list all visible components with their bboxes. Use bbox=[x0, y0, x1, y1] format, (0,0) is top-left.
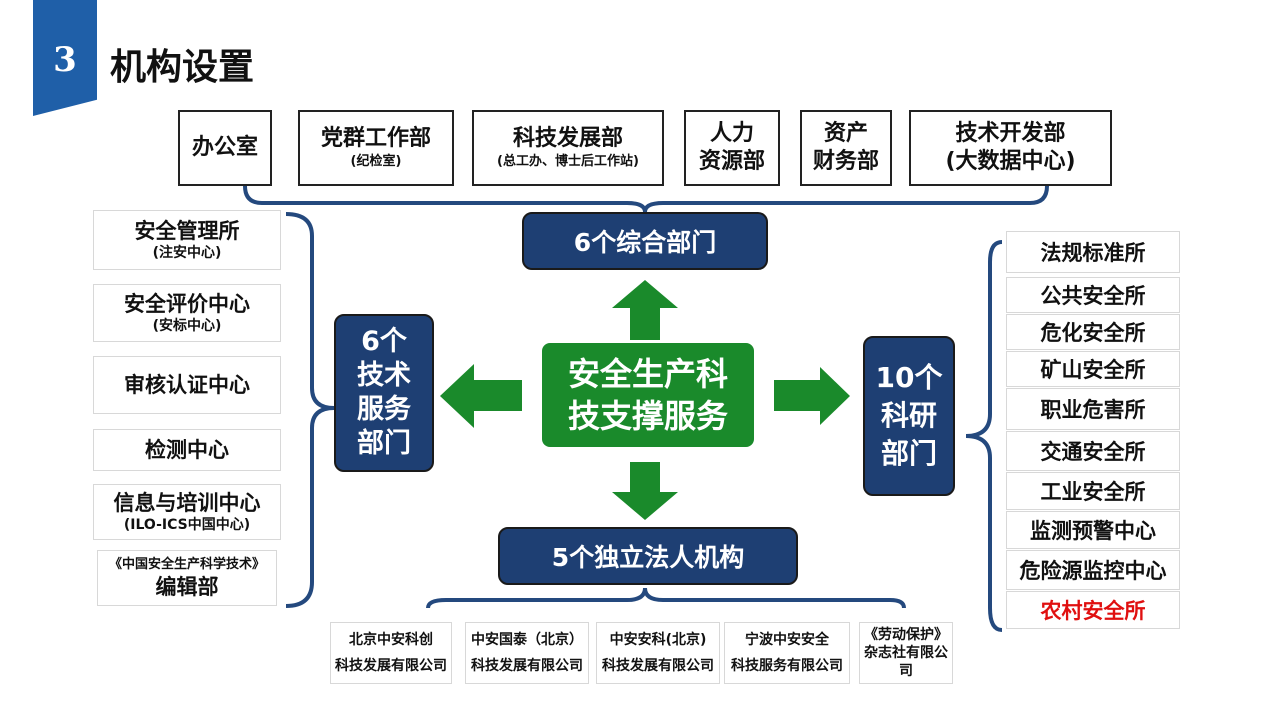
dept-techdev-line2: (大数据中心) bbox=[945, 149, 1076, 174]
dept-finance-line2: 财务部 bbox=[812, 149, 879, 174]
left-unit-6-name: 编辑部 bbox=[155, 575, 219, 599]
title-tab bbox=[33, 0, 97, 116]
dept-techdev: 技术开发部 (大数据中心) bbox=[909, 110, 1112, 186]
right-unit-2: 公共安全所 bbox=[1006, 277, 1180, 313]
legal-unit-2-line1: 中安国泰（北京） bbox=[471, 632, 583, 648]
left-unit-5-name: 信息与培训中心 bbox=[113, 491, 261, 515]
bottom-brace bbox=[426, 587, 906, 609]
right-unit-3: 危化安全所 bbox=[1006, 314, 1180, 350]
left-unit-5-sub: (ILO-ICS中国中心) bbox=[123, 517, 251, 533]
arrow-up-icon bbox=[612, 280, 678, 340]
left-unit-2-sub: (安标中心) bbox=[152, 318, 222, 334]
dept-science-label: 科技发展部 bbox=[512, 126, 623, 151]
legal-unit-1-line1: 北京中安科创 bbox=[349, 632, 433, 648]
section-number: 3 bbox=[53, 40, 77, 80]
left-unit-editorial: 《中国安全生产科学技术》 编辑部 bbox=[97, 550, 277, 606]
center-line-2: 技支撑服务 bbox=[567, 397, 728, 435]
tech-line-2: 技术 bbox=[357, 360, 411, 391]
right-unit-4: 矿山安全所 bbox=[1006, 351, 1180, 387]
dept-party: 党群工作部 (纪检室) bbox=[298, 110, 454, 186]
left-brace bbox=[285, 212, 335, 608]
legal-entities-label: 5个独立法人机构 bbox=[498, 527, 798, 585]
dept-finance: 资产 财务部 bbox=[800, 110, 892, 186]
legal-unit-5-line1: 《劳动保护》 bbox=[864, 627, 948, 643]
left-unit-4-name: 检测中心 bbox=[145, 438, 229, 462]
legal-unit-3-line2: 科技发展有限公司 bbox=[602, 658, 714, 674]
legal-unit-4-line2: 科技服务有限公司 bbox=[731, 658, 843, 674]
dept-party-label: 党群工作部 bbox=[320, 126, 431, 151]
legal-unit-4-line1: 宁波中安安全 bbox=[745, 632, 829, 648]
right-unit-9: 危险源监控中心 bbox=[1006, 550, 1180, 590]
legal-unit-3: 中安安科(北京) 科技发展有限公司 bbox=[596, 622, 720, 684]
arrow-down-icon bbox=[612, 462, 678, 520]
left-unit-2-name: 安全评价中心 bbox=[124, 292, 250, 316]
tech-line-1: 6个 bbox=[361, 326, 407, 357]
right-unit-5: 职业危害所 bbox=[1006, 388, 1180, 430]
dept-hr-line2: 资源部 bbox=[698, 149, 765, 174]
research-label: 10个 科研 部门 bbox=[863, 336, 955, 496]
left-unit-1-name: 安全管理所 bbox=[134, 219, 240, 243]
dept-finance-line1: 资产 bbox=[823, 121, 868, 146]
dept-science-sub: (总工办、博士后工作站) bbox=[497, 154, 639, 169]
legal-unit-2-line2: 科技发展有限公司 bbox=[471, 658, 583, 674]
tech-service-label: 6个 技术 服务 部门 bbox=[334, 314, 434, 472]
research-line-3: 部门 bbox=[880, 437, 937, 470]
legal-unit-5-line2: 杂志社有限公司 bbox=[864, 645, 948, 679]
page-title: 机构设置 bbox=[110, 47, 255, 88]
center-core-box: 安全生产科 技支撑服务 bbox=[542, 343, 754, 447]
left-unit-6-journal: 《中国安全生产科学技术》 bbox=[108, 557, 265, 572]
research-line-2: 科研 bbox=[880, 399, 937, 432]
dept-techdev-line1: 技术开发部 bbox=[955, 121, 1066, 146]
research-line-1: 10个 bbox=[875, 361, 943, 394]
legal-unit-4: 宁波中安安全 科技服务有限公司 bbox=[724, 622, 850, 684]
tech-line-4: 部门 bbox=[357, 428, 411, 459]
legal-unit-1-line2: 科技发展有限公司 bbox=[335, 658, 447, 674]
right-unit-6: 交通安全所 bbox=[1006, 431, 1180, 471]
legal-unit-2: 中安国泰（北京） 科技发展有限公司 bbox=[465, 622, 589, 684]
dept-science: 科技发展部 (总工办、博士后工作站) bbox=[472, 110, 664, 186]
right-unit-1: 法规标准所 bbox=[1006, 231, 1180, 273]
arrow-right-icon bbox=[774, 367, 850, 425]
left-unit-audit: 审核认证中心 bbox=[93, 356, 281, 414]
dept-party-sub: (纪检室) bbox=[350, 154, 402, 169]
left-unit-safety-mgmt: 安全管理所 (注安中心) bbox=[93, 210, 281, 270]
top-brace bbox=[243, 185, 1049, 213]
legal-unit-3-line1: 中安安科(北京) bbox=[609, 632, 707, 648]
right-unit-10-highlight: 农村安全所 bbox=[1006, 591, 1180, 629]
legal-unit-1: 北京中安科创 科技发展有限公司 bbox=[330, 622, 452, 684]
dept-hr: 人力 资源部 bbox=[684, 110, 780, 186]
center-line-1: 安全生产科 bbox=[567, 355, 728, 393]
left-unit-1-sub: (注安中心) bbox=[152, 245, 222, 261]
dept-office-label: 办公室 bbox=[191, 135, 258, 160]
legal-unit-5: 《劳动保护》 杂志社有限公司 bbox=[859, 622, 953, 684]
left-unit-info-training: 信息与培训中心 (ILO-ICS中国中心) bbox=[93, 484, 281, 540]
dept-office: 办公室 bbox=[178, 110, 272, 186]
left-unit-safety-eval: 安全评价中心 (安标中心) bbox=[93, 284, 281, 342]
tech-line-3: 服务 bbox=[357, 394, 411, 425]
right-unit-8: 监测预警中心 bbox=[1006, 511, 1180, 549]
comprehensive-departments-label: 6个综合部门 bbox=[522, 212, 768, 270]
right-brace bbox=[965, 240, 1003, 632]
left-unit-testing: 检测中心 bbox=[93, 429, 281, 471]
right-unit-7: 工业安全所 bbox=[1006, 472, 1180, 510]
left-unit-3-name: 审核认证中心 bbox=[124, 373, 250, 397]
arrow-left-icon bbox=[440, 364, 522, 428]
dept-hr-line1: 人力 bbox=[709, 121, 754, 146]
